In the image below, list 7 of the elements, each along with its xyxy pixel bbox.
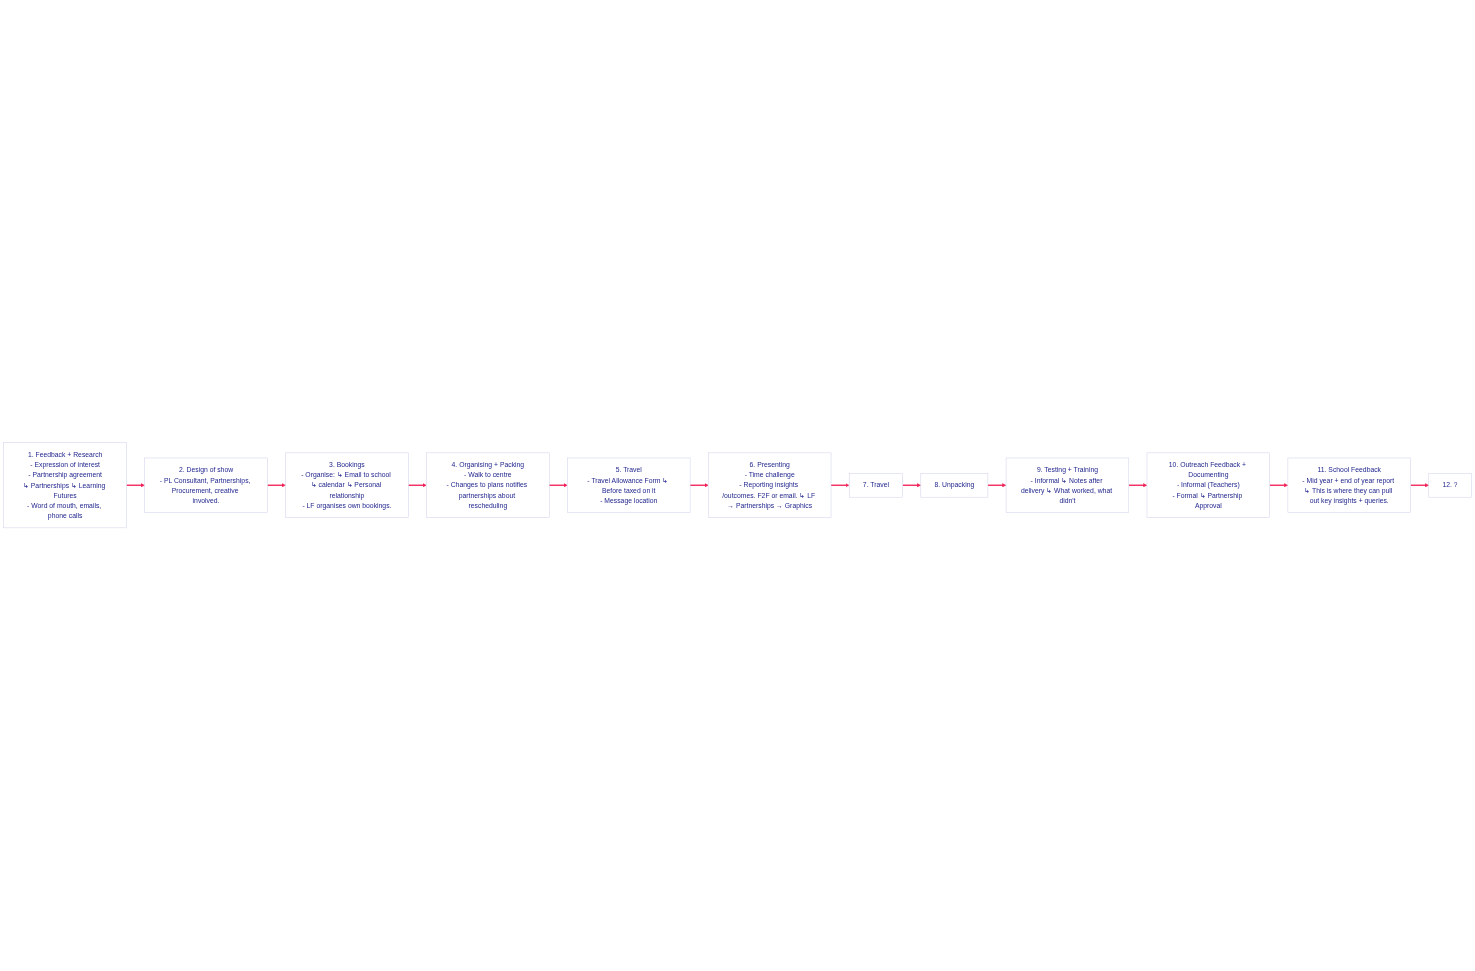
arrow	[125, 483, 145, 488]
arrow	[987, 483, 1007, 488]
arrow	[266, 483, 286, 488]
arrow	[548, 483, 568, 488]
arrow	[1128, 483, 1148, 488]
arrow	[407, 483, 427, 488]
arrow	[830, 483, 850, 488]
